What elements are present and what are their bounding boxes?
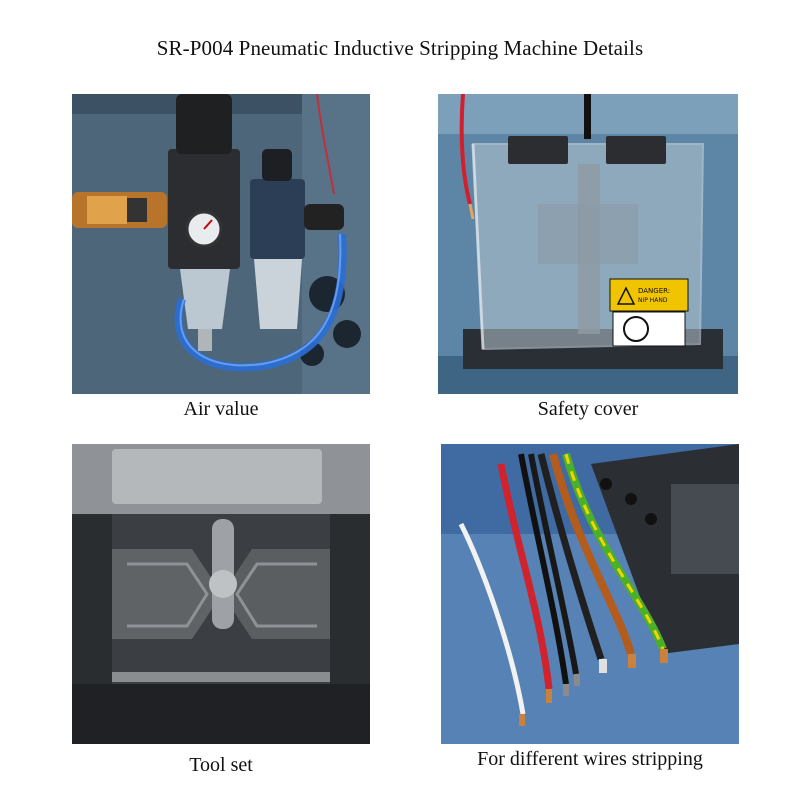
- air-valve-photo: [72, 94, 370, 394]
- wires-photo: [441, 444, 739, 744]
- svg-text:DANGER:: DANGER:: [638, 287, 670, 295]
- caption-wires-stripping: For different wires stripping: [477, 748, 703, 770]
- page-title: SR-P004 Pneumatic Inductive Stripping Ma…: [156, 36, 644, 60]
- safety-cover-photo: DANGER: NIP HAND: [438, 94, 738, 394]
- caption-tool-set: Tool set: [189, 754, 253, 776]
- tool-set-photo: [72, 444, 370, 744]
- svg-text:NIP HAND: NIP HAND: [638, 297, 668, 304]
- caption-air-value: Air value: [183, 398, 259, 420]
- caption-safety-cover: Safety cover: [537, 398, 639, 420]
